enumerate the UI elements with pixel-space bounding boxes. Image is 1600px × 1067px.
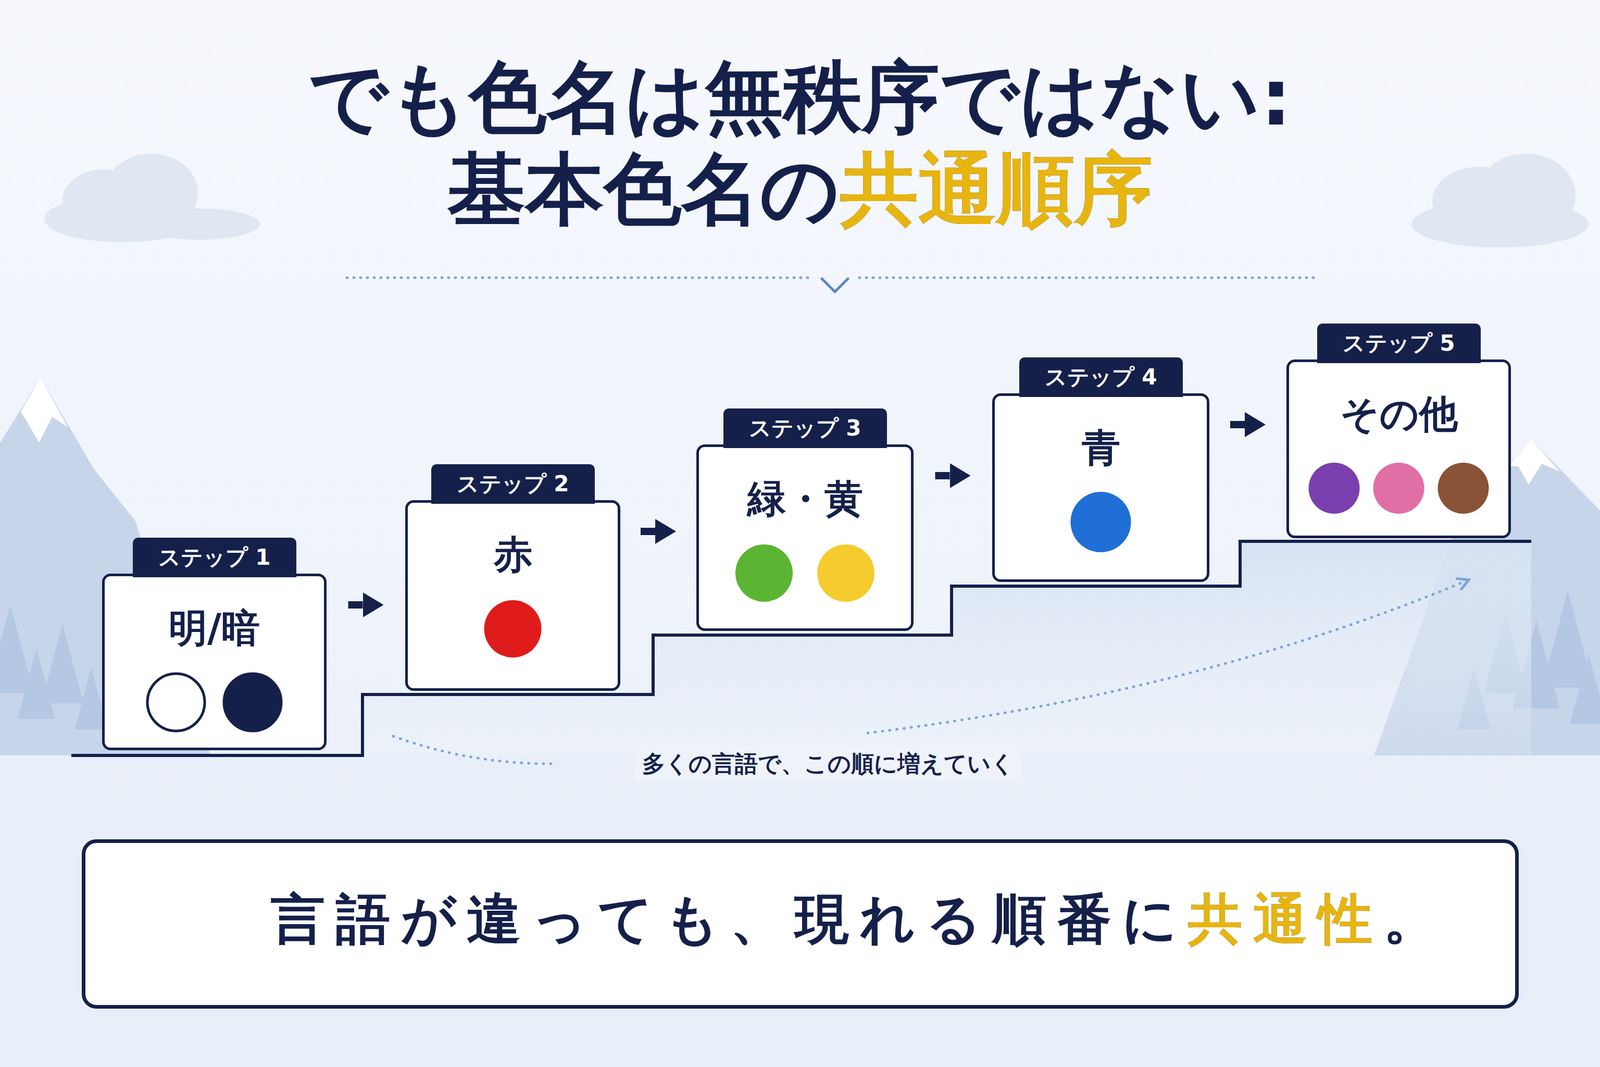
color-dots — [698, 446, 911, 629]
step-label: ステップ 4 — [1044, 362, 1158, 392]
color-swatch — [1308, 462, 1360, 514]
color-swatch — [1373, 462, 1425, 514]
step-card: ステップ 2赤 — [405, 500, 621, 691]
trend-curve — [393, 735, 553, 764]
step-arrow — [348, 601, 364, 609]
color-term: 青 — [994, 428, 1207, 467]
step-arrow — [1230, 420, 1245, 429]
color-swatch — [147, 673, 205, 731]
step-arrow — [640, 527, 656, 535]
color-dots — [1289, 361, 1509, 536]
step-tab: ステップ 3 — [723, 408, 887, 448]
color-dots — [104, 576, 324, 748]
title-rule — [859, 276, 1317, 280]
color-term: 赤 — [407, 534, 618, 574]
cloud — [44, 153, 261, 243]
step-card: ステップ 3緑・黄 — [696, 444, 914, 631]
color-dots — [994, 395, 1207, 580]
message-box: 言語が違っても、現れる順番に共通性。 — [81, 839, 1519, 1009]
note-label: 多くの言語で、この順に増えていく — [634, 746, 1022, 782]
tree — [41, 623, 84, 704]
tree — [1569, 653, 1600, 724]
color-swatch — [1438, 462, 1490, 514]
step-card: ステップ 4青 — [992, 393, 1210, 582]
step-label: ステップ 1 — [158, 542, 271, 572]
title-rule — [346, 276, 810, 280]
color-dots — [407, 502, 618, 689]
step-tab: ステップ 4 — [1019, 357, 1183, 397]
trend-curve — [867, 579, 1469, 733]
step-label: ステップ 5 — [1342, 328, 1456, 358]
step-arrow — [935, 471, 950, 480]
message-text: 言語が違っても、現れる順番に共通性。 — [270, 885, 1448, 952]
step-card: ステップ 5その他 — [1286, 359, 1511, 539]
cloud — [1411, 153, 1589, 248]
color-term: 明/暗 — [104, 608, 324, 647]
color-swatch — [735, 544, 793, 602]
step-label: ステップ 3 — [748, 413, 862, 443]
color-swatch — [484, 600, 542, 658]
color-swatch — [817, 544, 875, 602]
chevron — [821, 278, 848, 292]
color-swatch — [223, 673, 282, 731]
step-card: ステップ 1明/暗 — [102, 573, 327, 750]
color-term: 緑・黄 — [698, 479, 911, 518]
color-term: その他 — [1289, 394, 1509, 433]
step-label: ステップ 2 — [456, 469, 570, 499]
title: でも色名は無秩序ではない: 基本色名の共通順序 — [307, 52, 1293, 235]
step-tab: ステップ 1 — [132, 537, 297, 578]
step-tab: ステップ 5 — [1317, 323, 1481, 364]
step-tab: ステップ 2 — [431, 464, 595, 504]
color-swatch — [1070, 491, 1132, 553]
